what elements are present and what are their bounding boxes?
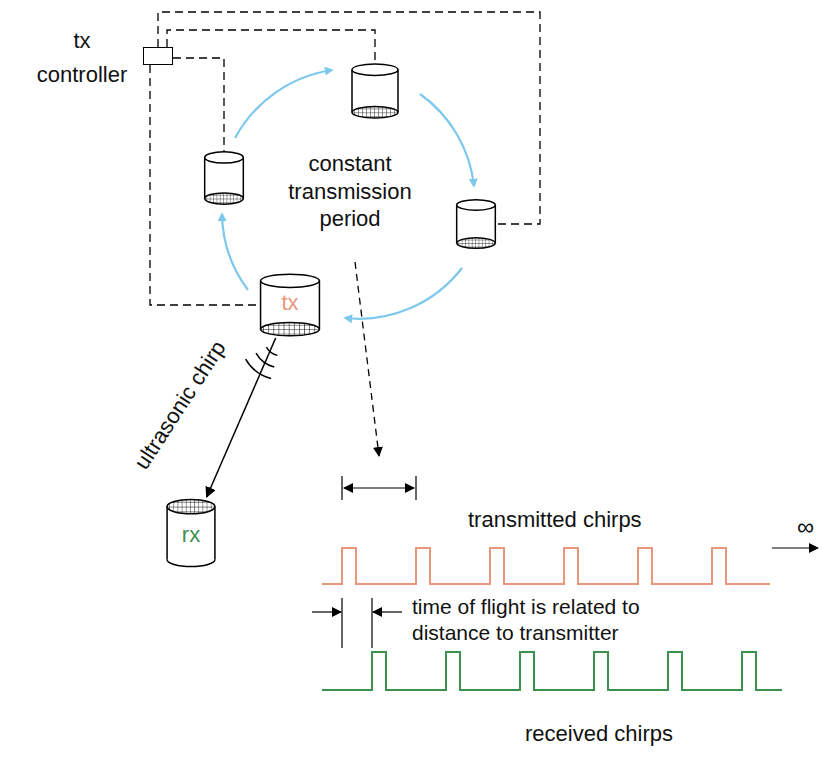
- transmitter: tx: [258, 272, 322, 338]
- transducer: [457, 200, 496, 249]
- control-wire: [150, 65, 258, 305]
- cycle-label: constant transmission period: [272, 150, 428, 233]
- pointer-arrow: [355, 262, 379, 456]
- dimension-line: [312, 476, 818, 648]
- annotation: time of flight is related to distance to…: [412, 594, 692, 647]
- edge-label: ultrasonic chirp: [127, 334, 233, 476]
- plot-label: transmitted chirps: [468, 506, 688, 534]
- received-trace: [322, 652, 782, 690]
- transducer-label: tx: [281, 289, 298, 317]
- receiver: rx: [165, 497, 217, 569]
- sound-wave: [246, 347, 278, 379]
- sequence-arrow: [222, 70, 474, 319]
- transducer: [205, 152, 244, 204]
- infinity-symbol: ∞: [797, 512, 821, 542]
- controller-label: tx controller: [26, 24, 138, 92]
- controller-box: tx controller: [143, 47, 173, 65]
- transducer: [352, 64, 398, 118]
- transmitted-trace: [322, 548, 770, 584]
- transducer-label: rx: [182, 521, 200, 549]
- plot-label: received chirps: [525, 720, 725, 748]
